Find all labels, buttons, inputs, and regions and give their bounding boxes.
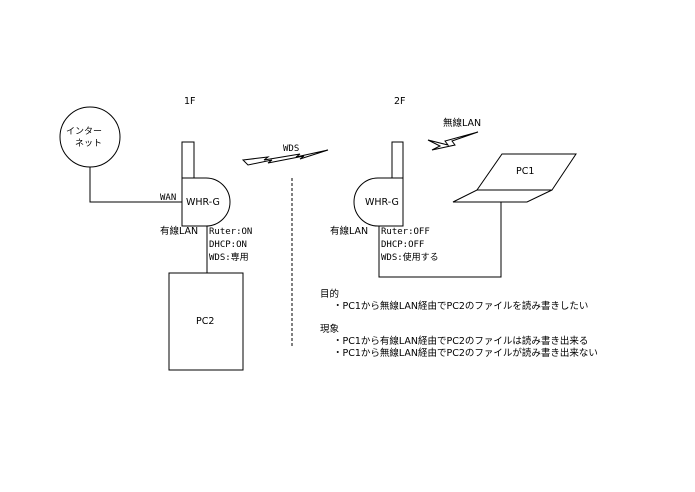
router1-setting: WDS:専用	[209, 253, 249, 263]
router1-lan-label: 有線LAN	[160, 226, 199, 237]
wireless-bolt	[427, 131, 479, 151]
router1-name: WHR-G	[186, 197, 220, 208]
floor-2f-label: 2F	[394, 96, 406, 107]
lan-cable-2f	[378, 202, 502, 278]
router1-setting: DHCP:ON	[209, 240, 247, 250]
symptom-item: ・PC1から有線LAN経由でPC2のファイルは読み書き出来る	[333, 336, 589, 347]
router2-body	[353, 177, 404, 227]
internet-label-1: インター	[66, 127, 103, 137]
router2-setting: WDS:使用する	[381, 253, 439, 263]
wds-bolt	[241, 149, 329, 166]
pc1-label: PC1	[516, 166, 535, 177]
router1-setting: Ruter:ON	[209, 227, 253, 237]
purpose-title: 目的	[320, 289, 340, 300]
router1-body	[181, 177, 231, 227]
wan-cable	[89, 167, 182, 203]
wan-label: WAN	[160, 193, 177, 203]
router2-setting: DHCP:OFF	[381, 240, 425, 250]
router2-name: WHR-G	[365, 197, 399, 208]
symptom-title: 現象	[320, 324, 340, 335]
router2-antenna	[391, 141, 404, 179]
floor-1f-label: 1F	[184, 96, 196, 107]
pc1-keyboard	[452, 189, 553, 203]
router1-antenna	[181, 141, 195, 179]
internet-label-2: ネット	[75, 139, 103, 149]
pc2-label: PC2	[196, 316, 215, 327]
router2-setting: Ruter:OFF	[381, 227, 430, 237]
router2-lan-label: 有線LAN	[330, 226, 369, 237]
pc2-box	[168, 272, 244, 371]
purpose-item: ・PC1から無線LAN経由でPC2のファイルを読み書きしたい	[333, 301, 589, 312]
wds-label: WDS	[283, 144, 300, 154]
wireless-label: 無線LAN	[443, 118, 482, 129]
symptom-item: ・PC1から無線LAN経由でPC2のファイルが読み書き出来ない	[333, 348, 598, 359]
